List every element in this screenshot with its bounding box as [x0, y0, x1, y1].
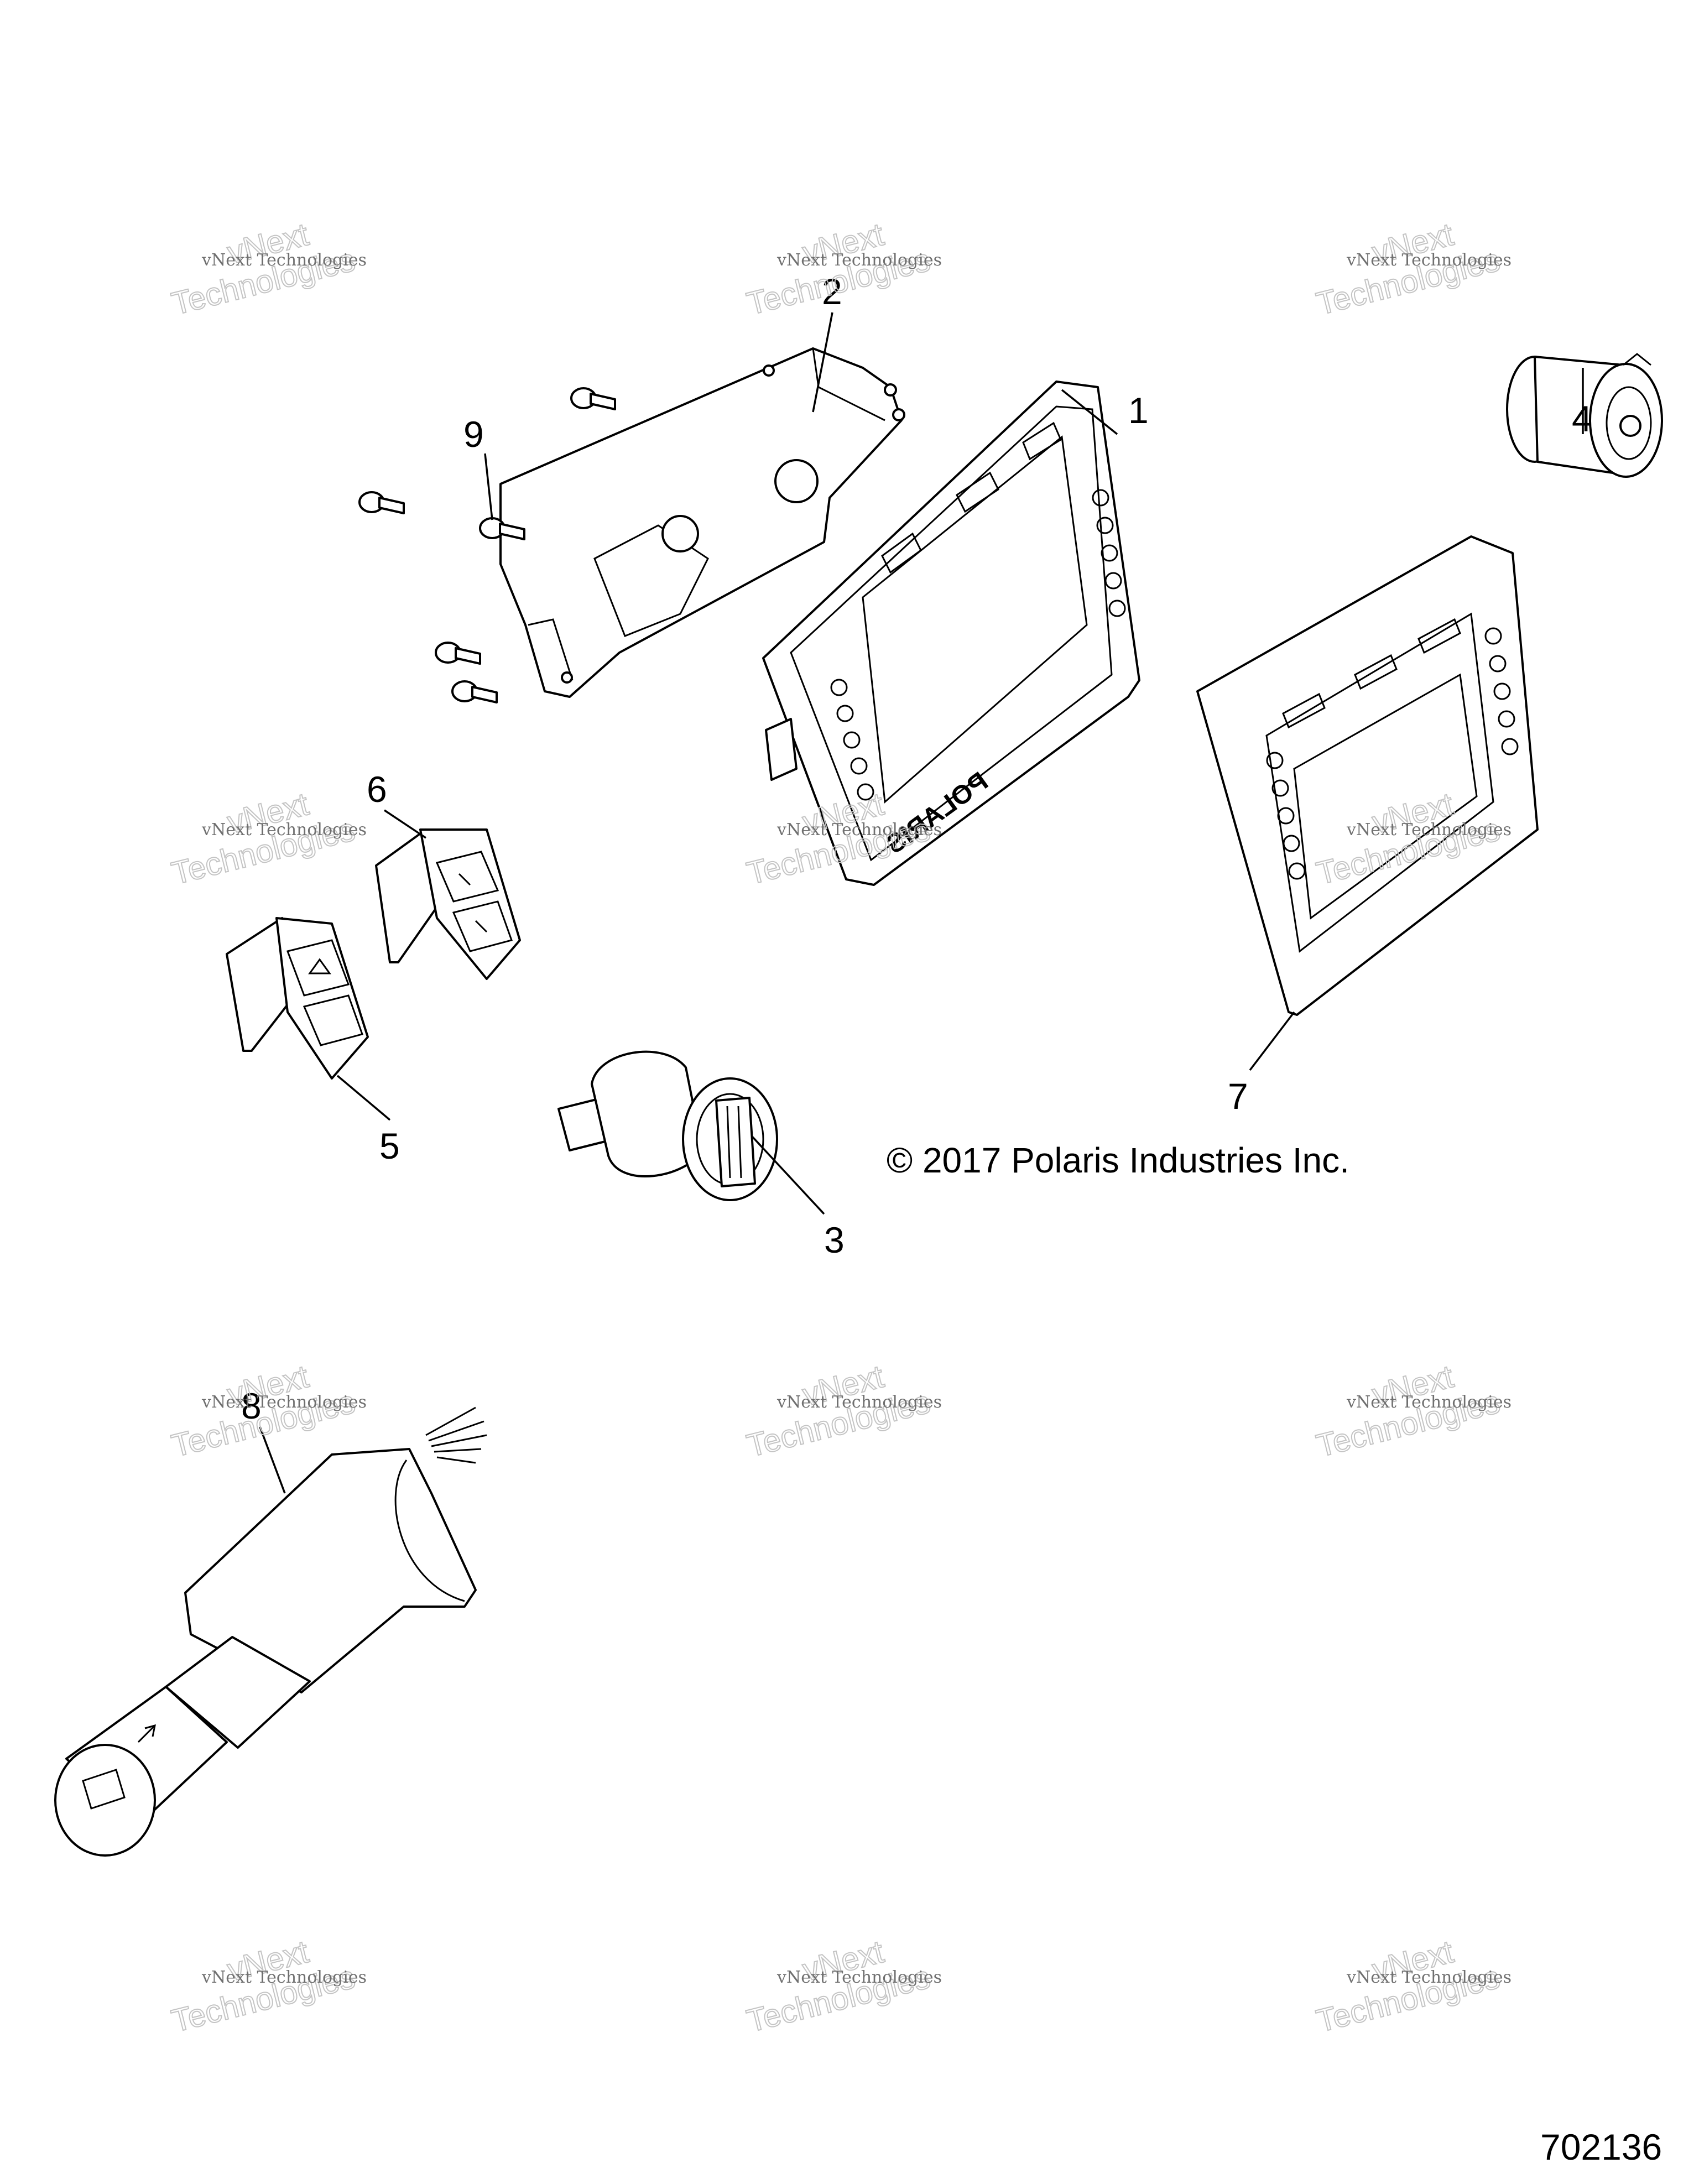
watermark-small: vNext Technologies	[1346, 820, 1512, 840]
watermark: vNext Technologies vNext Technologies	[168, 1933, 367, 2040]
mounting-bracket	[499, 347, 905, 698]
horn-icon	[82, 1769, 126, 1810]
callout-4: 4	[1572, 398, 1592, 439]
watermark-small: vNext Technologies	[776, 1393, 942, 1412]
leader-7	[1249, 1011, 1295, 1071]
leader-8	[259, 1426, 286, 1494]
screw	[479, 517, 525, 540]
watermark-small: vNext Technologies	[1346, 1393, 1512, 1412]
watermark-small: vNext Technologies	[776, 1968, 942, 1987]
arrows-icon	[137, 1724, 156, 1743]
ignition-switch	[557, 1050, 778, 1201]
watermark: vNext Technologies vNext Technologies	[168, 216, 367, 322]
callout-3: 3	[824, 1219, 845, 1260]
leader-6	[384, 809, 426, 839]
watermark: vNext Technologies vNext Technologies	[743, 1358, 942, 1464]
watermark: vNext Technologies vNext Technologies	[743, 1933, 942, 2040]
callout-1: 1	[1128, 390, 1149, 431]
watermark-small: vNext Technologies	[776, 251, 942, 270]
screw	[570, 387, 616, 410]
watermark-small: vNext Technologies	[1346, 1968, 1512, 1987]
callout-7: 7	[1228, 1076, 1248, 1117]
callouts: 1 2 3 4 5 6 7 8 9	[241, 271, 1592, 1426]
turn-signal-stalk	[54, 1406, 487, 1857]
leader-9	[484, 453, 493, 520]
watermark-small: vNext Technologies	[776, 820, 942, 840]
watermark-small: vNext Technologies	[201, 1393, 367, 1412]
watermark: vNext Technologies vNext Technologies	[1312, 1933, 1512, 2040]
callout-2: 2	[822, 271, 842, 312]
callout-6: 6	[367, 769, 387, 810]
leader-3	[751, 1135, 825, 1215]
screw-group	[358, 387, 616, 703]
copyright-notice: © 2017 Polaris Industries Inc.	[887, 1140, 1349, 1180]
callout-9: 9	[463, 414, 484, 455]
callout-5: 5	[379, 1125, 400, 1166]
screw	[451, 680, 498, 703]
rocker-switch-drive	[375, 828, 521, 980]
watermark: vNext Technologies vNext Technologies	[743, 216, 942, 322]
watermark: vNext Technologies vNext Technologies	[1312, 216, 1512, 322]
leader-5	[336, 1075, 391, 1121]
watermark-small: vNext Technologies	[201, 820, 367, 840]
leader-1	[1061, 389, 1118, 435]
cluster-bezel	[1196, 535, 1539, 1016]
watermark-small: vNext Technologies	[201, 251, 367, 270]
screw	[435, 642, 481, 665]
leader-2	[812, 312, 833, 413]
rocker-switch-hazard	[226, 917, 369, 1080]
hazard-icon	[308, 958, 331, 974]
instrument-cluster: POLARIS	[762, 380, 1140, 886]
callout-8: 8	[241, 1385, 262, 1426]
watermark: vNext Technologies vNext Technologies	[168, 785, 367, 892]
screw	[358, 491, 405, 514]
watermark-small: vNext Technologies	[201, 1968, 367, 1987]
watermark: vNext Technologies vNext Technologies	[1312, 1358, 1512, 1464]
watermark-small: vNext Technologies	[1346, 251, 1512, 270]
leader-lines	[259, 312, 1584, 1494]
diagram-number: 702136	[1540, 2126, 1662, 2167]
